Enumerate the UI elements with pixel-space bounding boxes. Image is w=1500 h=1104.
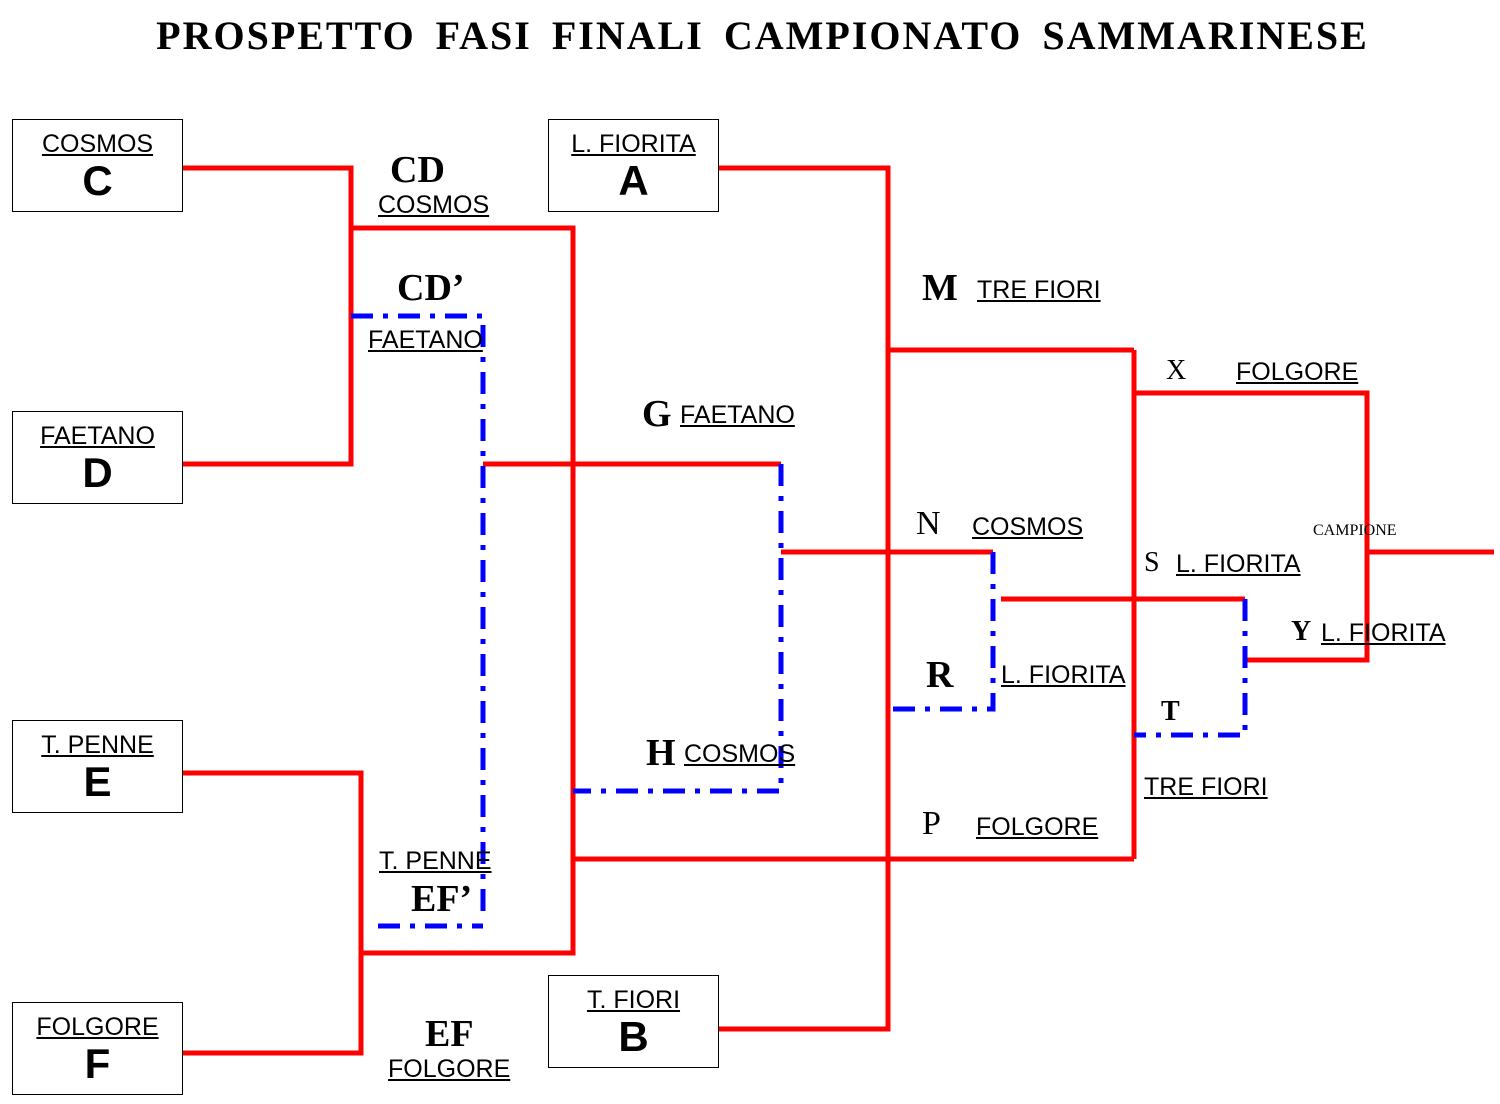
match-code-p: P bbox=[922, 805, 941, 842]
seed-team: FOLGORE bbox=[36, 1013, 159, 1041]
match-code-x: X bbox=[1166, 355, 1187, 386]
match-code-m: M bbox=[922, 267, 958, 309]
seed-box-f: FOLGORE F bbox=[12, 1002, 183, 1095]
seed-box-a: L. FIORITA A bbox=[548, 119, 719, 212]
seed-letter: F bbox=[84, 1040, 111, 1087]
seed-letter: E bbox=[83, 758, 112, 805]
match-winner-p: FOLGORE bbox=[976, 813, 1099, 841]
line-cd-out bbox=[351, 225, 576, 956]
seed-team: COSMOS bbox=[41, 130, 154, 158]
seed-letter: D bbox=[82, 449, 113, 496]
match-winner-cd: COSMOS bbox=[378, 191, 490, 219]
match-code-g: G bbox=[642, 393, 672, 435]
match-winner-m: TRE FIORI bbox=[977, 276, 1101, 304]
line-e-ef bbox=[183, 770, 364, 1056]
line-x-y bbox=[1134, 390, 1370, 663]
seed-team: L. FIORITA bbox=[571, 130, 696, 158]
page-title: PROSPETTO FASI FINALI CAMPIONATO SAMMARI… bbox=[156, 13, 1369, 58]
final-label: CAMPIONE bbox=[1313, 522, 1397, 539]
match-code-y: Y bbox=[1291, 616, 1312, 647]
line-c-cd bbox=[183, 165, 354, 467]
match-winner-cd2: FAETANO bbox=[368, 326, 483, 354]
seed-box-d: FAETANO D bbox=[12, 411, 183, 504]
line-t bbox=[1134, 599, 1248, 738]
match-code-h: H bbox=[646, 732, 676, 774]
seed-letter: B bbox=[618, 1013, 649, 1060]
seed-team: FAETANO bbox=[40, 422, 155, 450]
match-winner-ef: FOLGORE bbox=[388, 1055, 511, 1083]
match-code-cd: CD bbox=[390, 149, 445, 191]
match-code-n: N bbox=[916, 505, 941, 542]
winner-lines bbox=[183, 165, 1494, 1056]
match-code-ef2: EF’ bbox=[411, 878, 473, 920]
match-winner-s: L. FIORITA bbox=[1176, 550, 1301, 578]
line-r bbox=[888, 552, 996, 712]
match-winner-ef2: T. PENNE bbox=[379, 847, 492, 875]
seed-team: T. PENNE bbox=[41, 731, 154, 759]
match-winner-y: L. FIORITA bbox=[1321, 619, 1446, 647]
match-winner-g: FAETANO bbox=[680, 401, 795, 429]
seed-letter: C bbox=[82, 157, 113, 204]
line-cd2 bbox=[351, 313, 486, 913]
match-winner-r: L. FIORITA bbox=[1001, 661, 1126, 689]
line-a-b bbox=[718, 165, 891, 1032]
match-winner-n: COSMOS bbox=[972, 513, 1084, 541]
seed-letter: A bbox=[618, 157, 649, 204]
match-code-ef: EF bbox=[425, 1013, 474, 1055]
line-h bbox=[573, 464, 784, 794]
match-code-s: S bbox=[1144, 547, 1160, 578]
match-winner-t: TRE FIORI bbox=[1144, 773, 1268, 801]
match-winner-x: FOLGORE bbox=[1236, 358, 1359, 386]
seed-box-b: T. FIORI B bbox=[548, 975, 719, 1068]
match-winner-h: COSMOS bbox=[684, 740, 796, 768]
seed-team: T. FIORI bbox=[586, 986, 681, 1014]
match-code-t: T bbox=[1161, 696, 1180, 727]
match-code-r: R bbox=[926, 654, 954, 696]
match-code-cd2: CD’ bbox=[397, 267, 465, 309]
seed-box-e: T. PENNE E bbox=[12, 720, 183, 813]
loser-lines bbox=[351, 313, 1248, 929]
seed-box-c: COSMOS C bbox=[12, 119, 183, 212]
